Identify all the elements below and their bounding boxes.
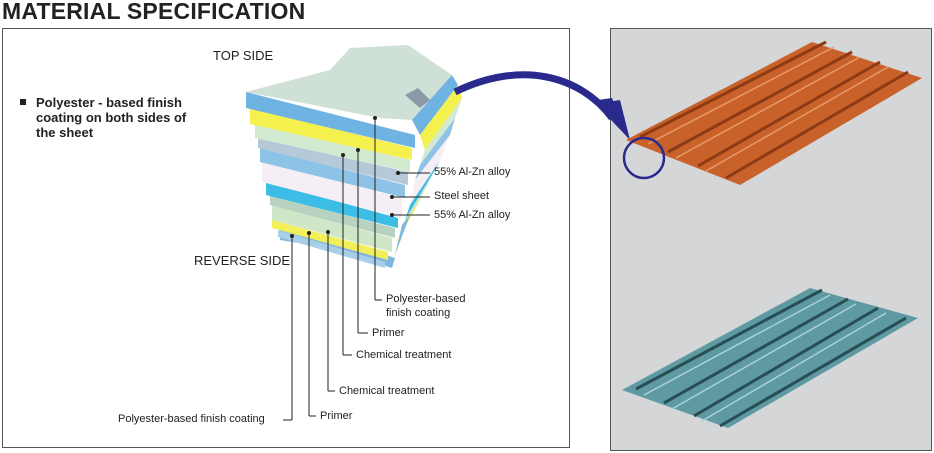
layer-steel-sheet: [262, 162, 402, 218]
layer-top-chemical: [255, 124, 410, 172]
detail-highlight-circle: [622, 136, 666, 180]
label-alloy-top: 55% Al-Zn alloy: [434, 166, 511, 178]
layer-bottom-alloy: [266, 182, 398, 228]
label-poly-bottom: Polyester-based finish coating: [118, 413, 265, 425]
label-chemical-top: Chemical treatment: [356, 349, 452, 361]
layer-top-finish-edge: [246, 92, 415, 148]
layer-top-finish: [246, 45, 452, 120]
page-title: MATERIAL SPECIFICATION: [2, 0, 306, 24]
layer-bottom-chemical: [272, 205, 392, 252]
label-alloy-bottom: 55% Al-Zn alloy: [434, 209, 511, 221]
layer-top-primer: [250, 108, 412, 160]
label-poly-top-1: Polyester-based: [386, 293, 466, 305]
blue-roof-sheet-image: [622, 288, 918, 428]
label-primer-bottom: Primer: [320, 410, 353, 422]
copper-roof-sheet-image: [626, 40, 922, 185]
label-chemical-bottom: Chemical treatment: [339, 385, 435, 397]
layer-top-alloy: [260, 148, 405, 198]
label-steel-sheet: Steel sheet: [434, 190, 490, 202]
bullet-marker: [20, 99, 26, 105]
label-poly-top-2: finish coating: [386, 307, 451, 319]
top-side-label: TOP SIDE: [213, 48, 274, 63]
leader-lines: [283, 118, 430, 421]
label-primer-top: Primer: [372, 327, 405, 339]
callout-arrow: [453, 71, 615, 121]
layer-bottom-primer: [272, 220, 388, 260]
bullet-text: Polyester - based finish coating on both…: [36, 95, 187, 140]
reverse-side-label: REVERSE SIDE: [194, 253, 291, 268]
